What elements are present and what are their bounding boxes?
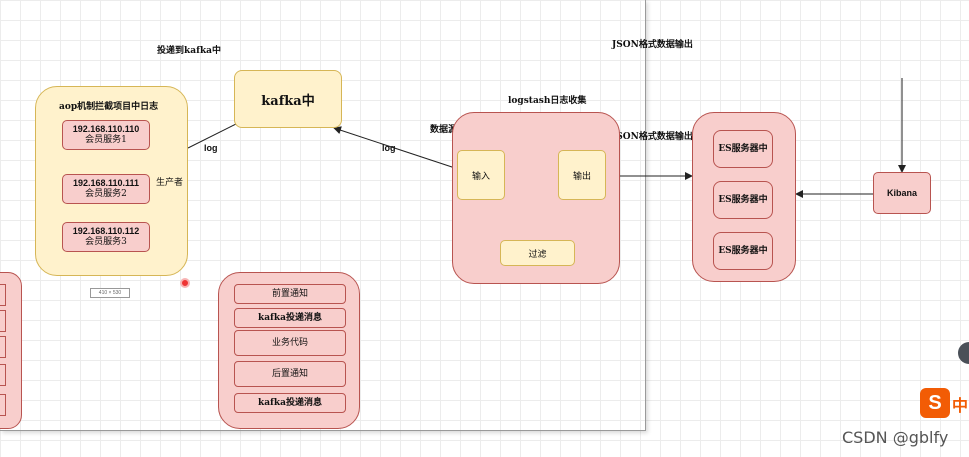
logstash-output-label: 输出 xyxy=(572,171,591,182)
aop-step-label: kafka投递消息 xyxy=(257,397,322,408)
es-node-2: ES服务器中 xyxy=(713,181,773,219)
server-node-1: 192.168.110.110 会员服务1 xyxy=(62,120,150,150)
es-node-3: ES服务器中 xyxy=(713,232,773,270)
clipped-item xyxy=(0,310,6,332)
ime-logo-icon[interactable]: S xyxy=(920,388,950,418)
edge-label-json-top: JSON格式数据输出 xyxy=(612,40,693,50)
clipped-item xyxy=(0,364,6,386)
canvas-page xyxy=(0,0,646,431)
kibana-label: Kibana xyxy=(886,187,917,198)
producer-label: 生产者 xyxy=(156,178,184,188)
kafka-caption: 投递到kafka中 xyxy=(157,46,222,56)
aop-step-label: kafka投递消息 xyxy=(257,312,322,323)
edge-label-log-right: log xyxy=(382,143,396,153)
record-icon xyxy=(180,278,190,288)
edge-label-log-left: log xyxy=(204,143,218,153)
aop-step-2: kafka投递消息 xyxy=(234,308,346,328)
edge-label-source: 数据源 xyxy=(430,125,458,135)
logstash-filter-label: 过滤 xyxy=(528,249,547,260)
watermark: CSDN @gblfy xyxy=(842,428,949,447)
aop-step-label: 后置通知 xyxy=(271,368,308,379)
logstash-input-label: 输入 xyxy=(471,171,490,182)
kafka-label: kafka中 xyxy=(261,93,315,109)
clipped-item xyxy=(0,336,6,358)
server-node-3: 192.168.110.112 会员服务3 xyxy=(62,222,150,252)
server-ip: 192.168.110.110 xyxy=(72,124,140,134)
logstash-input-node: 输入 xyxy=(457,150,505,200)
server-node-2: 192.168.110.111 会员服务2 xyxy=(62,174,150,204)
aop-step-label: 前置通知 xyxy=(271,288,308,299)
clipped-item xyxy=(0,284,6,306)
clipped-item xyxy=(0,394,6,416)
edge-label-json-mid: JSON格式数据输出 xyxy=(612,132,693,142)
es-node-label: ES服务器中 xyxy=(718,245,768,256)
ime-mode-indicator[interactable]: 中 xyxy=(952,396,969,415)
es-node-label: ES服务器中 xyxy=(718,194,768,205)
aop-step-4: 后置通知 xyxy=(234,361,346,387)
server-name: 会员服务2 xyxy=(85,189,127,199)
server-name: 会员服务3 xyxy=(85,237,127,247)
es-node-1: ES服务器中 xyxy=(713,130,773,168)
server-name: 会员服务1 xyxy=(85,135,127,145)
logstash-filter-node: 过滤 xyxy=(500,240,575,266)
es-node-label: ES服务器中 xyxy=(718,143,768,154)
aop-step-5: kafka投递消息 xyxy=(234,393,346,413)
producer-group-title: aop机制拦截项目中日志 xyxy=(59,102,159,112)
size-tag: 410 × 530 xyxy=(90,288,130,298)
kafka-node: kafka中 xyxy=(234,70,342,128)
kibana-node: Kibana xyxy=(873,172,931,214)
scroll-button[interactable] xyxy=(958,342,969,364)
aop-step-label: 业务代码 xyxy=(271,337,308,348)
aop-step-3: 业务代码 xyxy=(234,330,346,356)
edge-logstash-to-kafka xyxy=(333,126,456,169)
server-ip: 192.168.110.112 xyxy=(72,226,140,236)
server-ip: 192.168.110.111 xyxy=(72,178,140,188)
aop-step-1: 前置通知 xyxy=(234,284,346,304)
logstash-output-node: 输出 xyxy=(558,150,606,200)
logstash-title: logstash日志收集 xyxy=(508,96,587,106)
